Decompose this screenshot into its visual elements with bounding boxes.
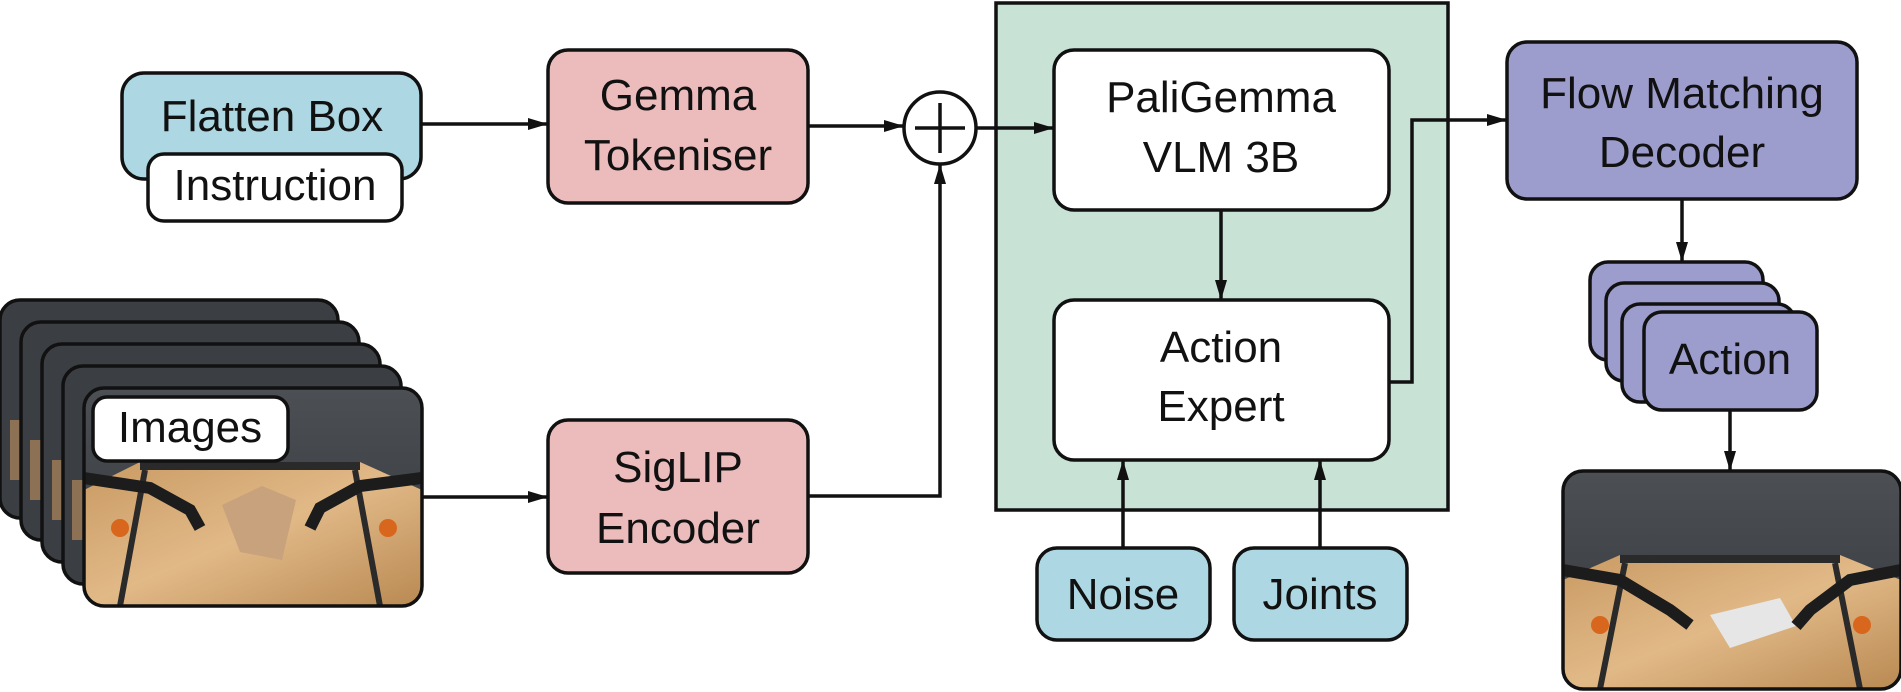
siglip-encoder-label-line1: SigLIP xyxy=(613,443,743,492)
flow-matching-decoder-label-line1: Flow Matching xyxy=(1540,69,1824,118)
gemma-tokeniser-label-line2: Tokeniser xyxy=(584,131,772,180)
flow-matching-decoder-label-line2: Decoder xyxy=(1599,128,1765,177)
paligemma-node: PaliGemma VLM 3B xyxy=(1052,48,1391,212)
instruction-label: Instruction xyxy=(174,161,377,210)
images-label-box: Images xyxy=(91,395,290,463)
action-expert-label-line1: Action xyxy=(1160,323,1282,372)
noise-node: Noise xyxy=(1035,546,1212,642)
siglip-encoder-label-line2: Encoder xyxy=(596,504,760,553)
concat-plus-icon xyxy=(902,90,978,166)
action-stack: Action xyxy=(1588,260,1819,412)
flatten-box-label: Flatten Box xyxy=(161,92,384,141)
gemma-tokeniser-label-line1: Gemma xyxy=(600,71,757,120)
paligemma-label-line1: PaliGemma xyxy=(1106,73,1336,122)
arrow-action-expert-to-decoder xyxy=(1389,114,1507,384)
output-image xyxy=(1561,469,1901,691)
arrow-siglip-to-plus xyxy=(808,164,946,498)
siglip-encoder-node: SigLIP Encoder xyxy=(546,418,810,575)
joints-label: Joints xyxy=(1263,570,1378,619)
joints-node: Joints xyxy=(1232,546,1409,642)
connectors xyxy=(421,114,1736,548)
images-label: Images xyxy=(118,403,262,452)
action-label: Action xyxy=(1669,335,1791,384)
action-expert-label-line2: Expert xyxy=(1157,382,1284,431)
flow-matching-decoder-node: Flow Matching Decoder xyxy=(1505,40,1859,201)
instruction-node: Instruction xyxy=(146,152,404,223)
action-expert-node: Action Expert xyxy=(1052,298,1391,462)
paligemma-label-line2: VLM 3B xyxy=(1143,133,1300,182)
image-stack: Images xyxy=(0,298,424,608)
noise-label: Noise xyxy=(1067,570,1180,619)
gemma-tokeniser-node: Gemma Tokeniser xyxy=(546,48,810,205)
